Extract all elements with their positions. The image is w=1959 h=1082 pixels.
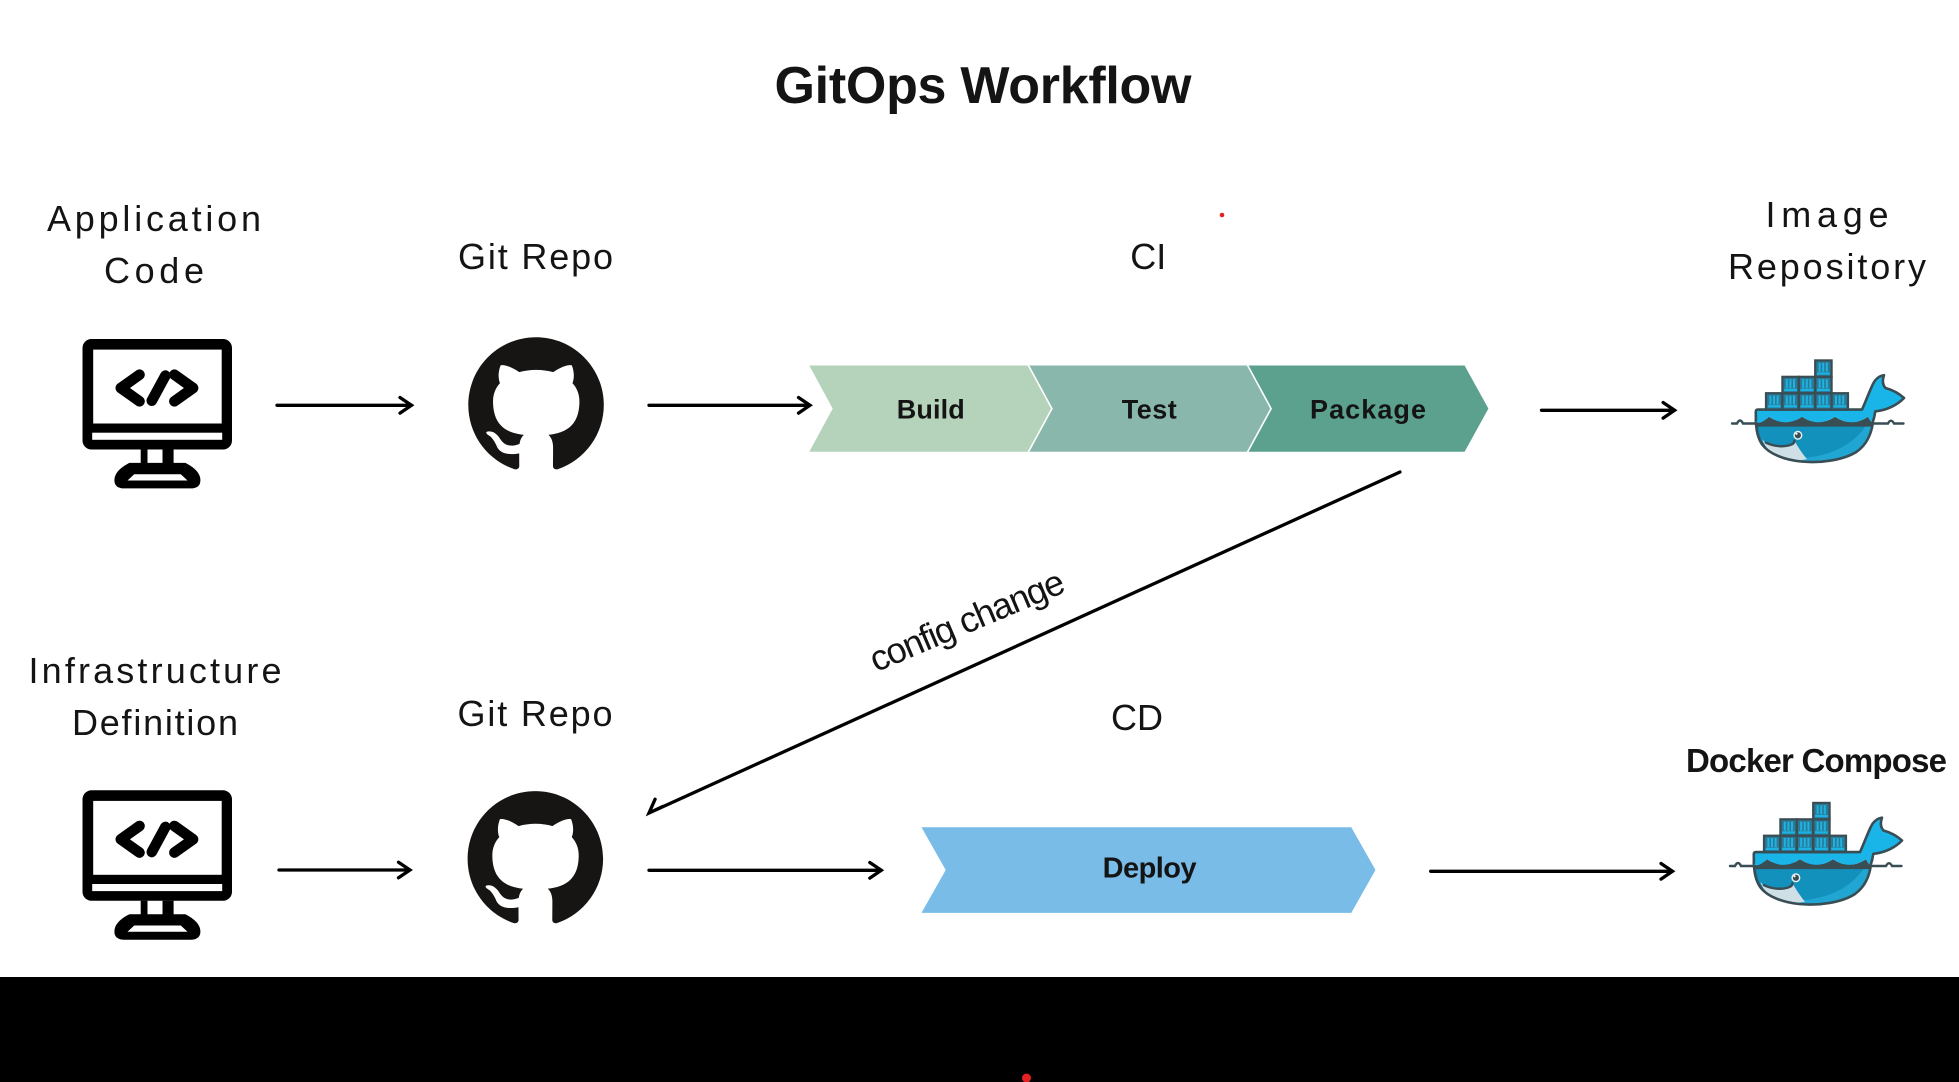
svg-text:Code: Code (104, 250, 204, 291)
svg-text:config change: config change (863, 561, 1070, 680)
svg-text:CI: CI (1130, 236, 1166, 277)
svg-text:Test: Test (1122, 395, 1177, 425)
svg-text:CD: CD (1111, 697, 1163, 738)
svg-text:Image: Image (1766, 194, 1889, 235)
svg-text:Infrastructure: Infrastructure (29, 650, 282, 691)
svg-text:Docker Compose: Docker Compose (1686, 742, 1947, 779)
svg-text:Package: Package (1310, 395, 1426, 425)
svg-text:Definition: Definition (72, 702, 238, 743)
svg-text:GitOps Workflow: GitOps Workflow (775, 57, 1193, 115)
svg-text:Build: Build (897, 395, 965, 425)
svg-text:Repository: Repository (1728, 246, 1926, 287)
svg-text:Deploy: Deploy (1103, 853, 1197, 885)
svg-text:Application: Application (47, 198, 261, 239)
svg-text:Git Repo: Git Repo (458, 236, 613, 277)
svg-text:Git Repo: Git Repo (458, 693, 613, 734)
